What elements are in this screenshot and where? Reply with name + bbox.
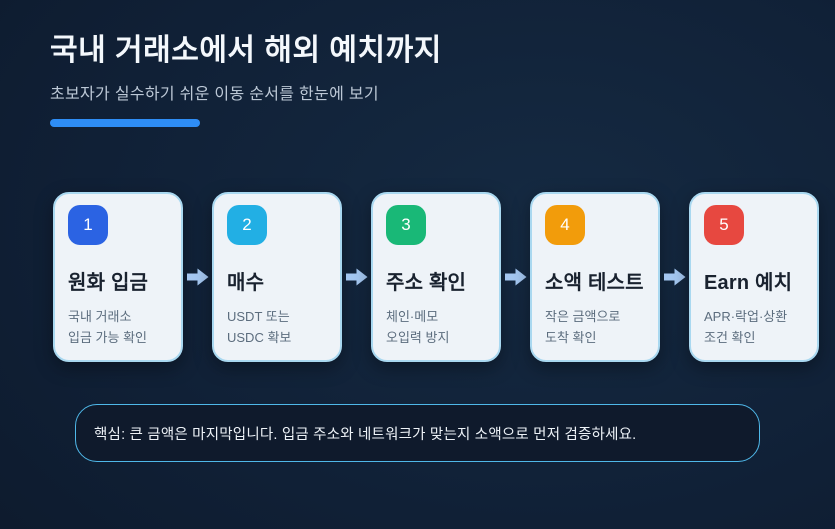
step-number-badge: 5 [704,205,744,245]
step-description-line2: 입금 가능 확인 [68,329,147,345]
page-subtitle: 초보자가 실수하기 쉬운 이동 순서를 한눈에 보기 [50,85,379,103]
step-description-line1: APR·락업·상환 [704,309,788,324]
arrow-right-icon [663,268,685,286]
arrow-right-icon [186,268,208,286]
step-number-badge: 2 [227,205,267,245]
accent-underline-bar [50,118,200,127]
header: 국내 거래소에서 해외 예치까지 초보자가 실수하기 쉬운 이동 순서를 한눈에… [50,34,442,127]
step-description-line2: USDC 확보 [227,329,292,345]
step-description: APR·락업·상환 조건 확인 [704,307,804,349]
step-number-badge: 4 [545,205,585,245]
step-card-4: 4 소액 테스트 작은 금액으로 도착 확인 [530,192,660,362]
step-title: 원화 입금 [68,272,149,294]
step-description: 국내 거래소 입금 가능 확인 [68,307,168,349]
step-description: USDT 또는 USDC 확보 [227,307,327,349]
steps-flow: 1 원화 입금 국내 거래소 입금 가능 확인 2 매수 USDT 또는 USD… [53,192,819,362]
page-title: 국내 거래소에서 해외 예치까지 [50,34,442,67]
step-card-2: 2 매수 USDT 또는 USDC 확보 [212,192,342,362]
arrow-right-icon [345,268,367,286]
step-description-line1: 국내 거래소 [68,309,132,324]
step-number-badge: 1 [68,205,108,245]
arrow-cell [660,192,689,362]
step-description: 체인·메모 오입력 방지 [386,307,486,349]
step-number-badge: 3 [386,205,426,245]
step-title: Earn 예치 [704,272,793,294]
step-description-line2: 오입력 방지 [386,329,450,345]
arrow-cell [342,192,371,362]
step-description-line1: 작은 금액으로 [545,309,621,324]
step-title: 매수 [227,272,265,294]
step-description: 작은 금액으로 도착 확인 [545,307,645,349]
arrow-cell [183,192,212,362]
step-description-line2: 조건 확인 [704,329,756,345]
arrow-cell [501,192,530,362]
step-description-line1: USDT 또는 [227,309,290,324]
key-warning-callout: 핵심: 큰 금액은 마지막입니다. 입금 주소와 네트워크가 맞는지 소액으로 … [75,404,760,462]
step-card-5: 5 Earn 예치 APR·락업·상환 조건 확인 [689,192,819,362]
arrow-right-icon [504,268,526,286]
step-description-line1: 체인·메모 [386,309,439,324]
step-description-line2: 도착 확인 [545,329,597,345]
key-warning-text: 핵심: 큰 금액은 마지막입니다. 입금 주소와 네트워크가 맞는지 소액으로 … [94,426,637,443]
step-title: 주소 확인 [386,272,467,294]
step-title: 소액 테스트 [545,272,644,294]
step-card-1: 1 원화 입금 국내 거래소 입금 가능 확인 [53,192,183,362]
step-card-3: 3 주소 확인 체인·메모 오입력 방지 [371,192,501,362]
